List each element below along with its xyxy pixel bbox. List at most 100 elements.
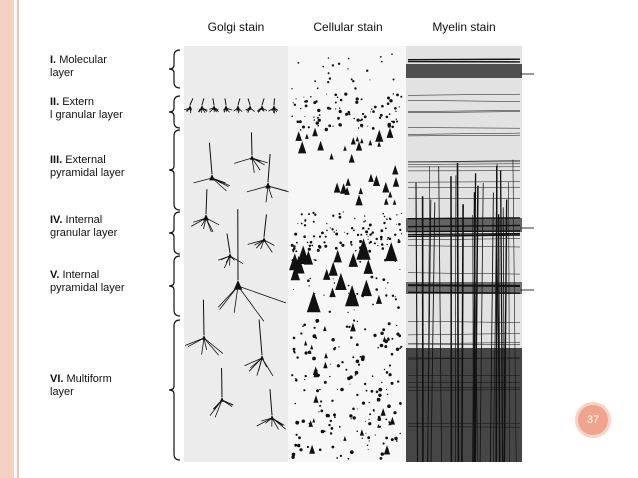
horizontal-fiber xyxy=(407,127,521,129)
cell-dot xyxy=(299,448,303,452)
cell-dot xyxy=(394,233,397,236)
cell-dot xyxy=(295,250,298,253)
basal-dendrite xyxy=(203,217,207,230)
cell-dot xyxy=(383,221,386,225)
pyramidal-cell xyxy=(388,191,393,198)
cell-dot xyxy=(388,373,392,377)
cell-dot xyxy=(345,113,348,116)
basal-dendrite xyxy=(203,337,220,356)
cell-dot xyxy=(397,380,400,383)
cell-dot xyxy=(317,118,321,122)
pyramidal-cell xyxy=(297,245,310,264)
cell-dot xyxy=(296,120,300,123)
cell-dot xyxy=(387,236,390,239)
cell-dot xyxy=(390,352,394,356)
cell-dot xyxy=(325,413,330,418)
cell-dot xyxy=(383,215,386,218)
cell-dot xyxy=(313,101,317,105)
cell-dot xyxy=(359,119,362,122)
cell-dot xyxy=(392,120,395,124)
cell-dot xyxy=(367,227,370,230)
cell-dot xyxy=(294,232,298,236)
cell-dot xyxy=(295,420,300,425)
basal-dendrite xyxy=(201,337,205,355)
pyramidal-cell xyxy=(328,261,338,276)
cell-dot xyxy=(344,92,348,96)
cell-dot xyxy=(313,259,315,261)
apical-dendrite xyxy=(273,98,276,106)
basal-dendrite xyxy=(245,107,251,111)
cell-dot xyxy=(349,450,354,454)
cell-dot xyxy=(366,444,369,447)
cell-dot xyxy=(385,418,388,421)
cell-dot xyxy=(388,364,392,367)
cell-dot xyxy=(329,107,332,110)
basal-dendrite xyxy=(267,185,289,193)
cell-dot xyxy=(320,429,325,434)
cell-dot xyxy=(343,286,346,289)
cell-dot xyxy=(291,452,296,457)
layer-label-1: I. Molecular layer xyxy=(50,54,107,80)
basal-dendrite xyxy=(257,107,263,113)
apical-dendrite xyxy=(212,98,215,106)
cell-dot xyxy=(356,393,359,397)
cell-dot xyxy=(369,233,372,236)
basal-dendrite xyxy=(214,399,223,418)
cell-dot xyxy=(314,213,317,216)
cell-dot xyxy=(383,368,386,371)
pyramidal-cell xyxy=(310,344,314,350)
basal-dendrite xyxy=(184,337,205,346)
pyramidal-cell xyxy=(392,177,400,187)
cell-dot xyxy=(365,291,367,294)
cell-dot xyxy=(377,245,379,247)
cell-dot xyxy=(296,356,299,359)
basal-dendrite xyxy=(261,357,274,377)
cell-dot xyxy=(382,328,386,332)
cell-dot xyxy=(396,120,398,123)
cell-dot xyxy=(333,231,336,233)
pyramidal-cell xyxy=(389,416,395,425)
basal-dendrite xyxy=(209,107,215,113)
cell-dot xyxy=(326,229,328,232)
pyramidal-cell xyxy=(305,133,309,139)
basal-dendrite xyxy=(211,177,229,188)
cell-dot xyxy=(342,211,344,213)
basal-dendrite xyxy=(201,107,206,114)
cell-dot xyxy=(302,325,304,328)
pyramidal-cell xyxy=(382,181,390,193)
cell-dot xyxy=(292,259,295,262)
cell-dot xyxy=(303,323,307,327)
cell-dot xyxy=(398,106,400,108)
cell-dot xyxy=(307,279,310,283)
cell-dot xyxy=(382,212,385,215)
pyramidal-cell xyxy=(375,294,382,304)
cell-dot xyxy=(308,285,310,287)
apical-dendrite xyxy=(269,389,273,416)
cell-dot xyxy=(353,229,355,232)
cell-dot xyxy=(308,213,310,216)
cell-dot xyxy=(396,223,398,225)
layer-numeral: II. xyxy=(50,96,60,108)
basal-dendrite xyxy=(205,217,220,226)
pyramidal-cell xyxy=(359,429,365,436)
cell-dot xyxy=(396,440,398,442)
cell-dot xyxy=(368,418,370,420)
cell-dot xyxy=(375,277,378,280)
stain-illustration xyxy=(168,46,534,463)
golgi-column-bg xyxy=(184,46,288,462)
cell-dot xyxy=(381,104,384,108)
horizontal-fiber xyxy=(407,163,521,165)
page-number-badge: 37 xyxy=(575,402,611,438)
cell-dot xyxy=(319,404,322,407)
cell-dot xyxy=(312,334,317,339)
basal-dendrite xyxy=(247,239,265,245)
cell-dot xyxy=(318,245,322,249)
cell-dot xyxy=(363,115,367,119)
cell-dot xyxy=(313,326,316,329)
cell-dot xyxy=(365,389,368,392)
cell-dot xyxy=(346,232,349,235)
cell-dot xyxy=(345,368,348,371)
basal-dendrite xyxy=(251,157,261,171)
pyramidal-cell xyxy=(350,322,356,332)
cell-dot xyxy=(333,282,336,284)
